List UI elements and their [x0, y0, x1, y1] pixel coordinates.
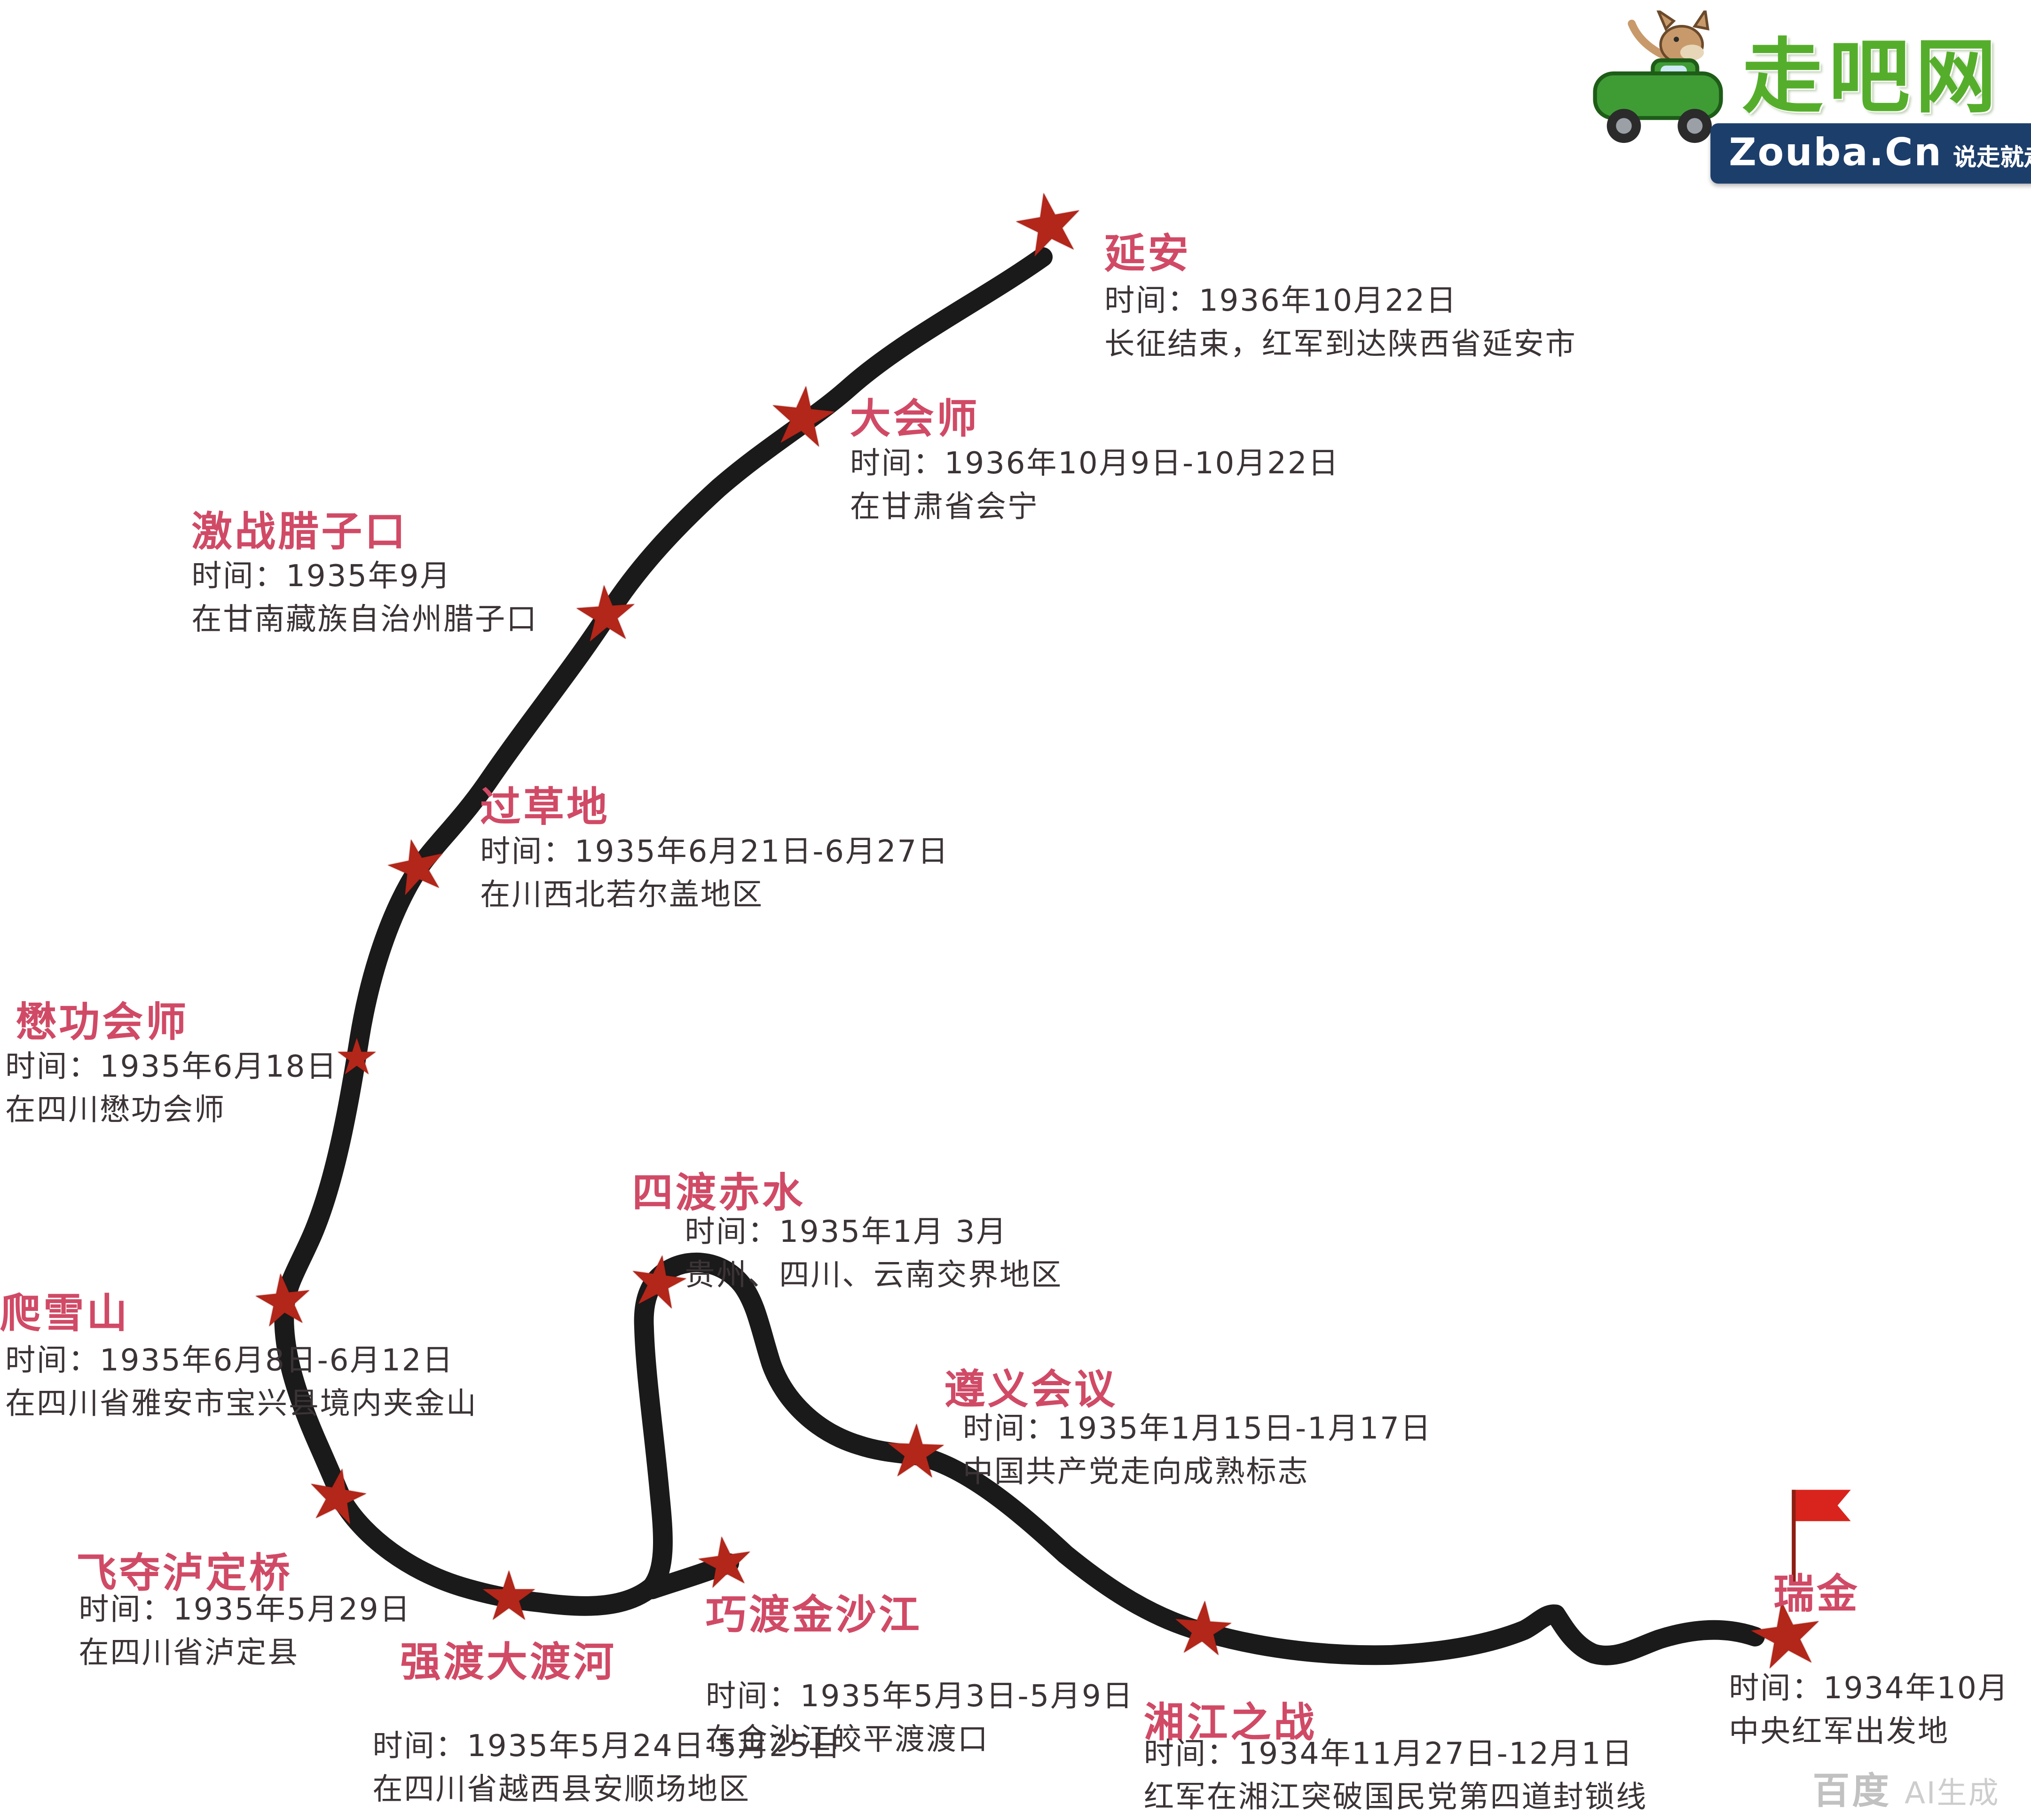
event-description: 在四川省泸定县 [79, 1636, 299, 1671]
event-details: 时间：1935年9月 在甘南藏族自治州腊子口 [191, 556, 538, 643]
event-details: 时间：1934年11月27日-12月1日 红军在湘江突破国民党第四道封锁线 [1144, 1734, 1647, 1820]
event-title: 巧渡金沙江 [706, 1592, 922, 1640]
event-time: 时间：1935年5月24日-5月25日 [372, 1730, 842, 1764]
flag-pole [1792, 1490, 1796, 1585]
event-description: 在金沙江皎平渡渡口 [706, 1723, 989, 1757]
event-time: 时间：1935年6月8日-6月12日 [5, 1344, 454, 1379]
event-details: 时间：1936年10月22日 长征结束，红军到达陕西省延安市 [1104, 281, 1576, 367]
event-time: 时间：1935年1月15日-1月17日 [962, 1412, 1432, 1447]
event-details: 时间：1935年6月18日 在四川懋功会师 [5, 1046, 338, 1133]
event-star-icon: ★ [1167, 1585, 1239, 1674]
event-details: 时间：1934年10月 中央红军出发地 [1729, 1668, 2009, 1755]
event-star-icon: ★ [761, 365, 844, 468]
brand-tagline: 说走就走 [1952, 144, 2031, 172]
event-description: 贵州、四川、云南交界地区 [685, 1259, 1063, 1293]
event-title: 飞夺泸定桥 [76, 1550, 293, 1598]
event-time: 时间：1935年6月21日-6月27日 [480, 835, 949, 870]
event-title: 懋功会师 [16, 999, 189, 1047]
event-time: 时间：1936年10月9日-10月22日 [850, 447, 1340, 481]
watermark: 百度 AI生成 [1813, 1763, 2000, 1815]
event-title: 爬雪山 [0, 1290, 130, 1338]
event-details: 时间：1935年5月24日-5月25日 在四川省越西县安顺场地区 [372, 1726, 842, 1812]
event-time: 时间：1935年9月 [191, 560, 452, 594]
event-star-icon: ★ [297, 1449, 377, 1545]
event-details: 时间：1936年10月9日-10月22日 在甘肃省会宁 [850, 443, 1339, 530]
brand-name-en: Zouba.Cn [1729, 130, 1943, 175]
event-time: 时间：1935年5月3日-5月9日 [706, 1679, 1134, 1714]
event-description: 在川西北若尔盖地区 [480, 879, 764, 913]
event-star-icon: ★ [881, 1408, 950, 1496]
event-title: 强渡大渡河 [400, 1639, 617, 1687]
event-time: 时间：1934年11月27日-12月1日 [1143, 1737, 1634, 1772]
event-description: 中国共产党走向成熟标志 [962, 1455, 1309, 1490]
brand-name-cn: 走吧网 [1742, 29, 2002, 125]
event-time: 时间：1936年10月22日 [1104, 284, 1457, 319]
event-star-icon: ★ [1004, 171, 1095, 280]
start-flag-icon [1792, 1490, 1858, 1585]
event-details: 时间：1935年6月21日-6月27日 在川西北若尔盖地区 [480, 832, 949, 918]
event-time: 时间：1935年5月29日 [79, 1593, 411, 1628]
event-description: 在四川省越西县安顺场地区 [372, 1773, 750, 1807]
event-star-icon: ★ [568, 567, 643, 661]
watermark-brand: 百度 [1812, 1769, 1892, 1812]
event-title: 遵义会议 [944, 1366, 1118, 1414]
event-title: 四渡赤水 [632, 1169, 806, 1217]
flag-pennant [1795, 1490, 1851, 1522]
event-details: 时间：1935年5月3日-5月9日 在金沙江皎平渡渡口 [706, 1676, 1134, 1763]
event-details: 时间：1935年6月8日-6月12日 在四川省雅安市宝兴县境内夹金山 [5, 1340, 477, 1427]
event-time: 时间：1935年6月18日 [5, 1050, 338, 1085]
event-details: 时间：1935年1月 3月 贵州、四川、云南交界地区 [685, 1212, 1063, 1298]
event-title: 大会师 [850, 396, 980, 444]
event-details: 时间：1935年5月29日 在四川省泸定县 [79, 1589, 411, 1676]
event-details: 时间：1935年1月15日-1月17日 中国共产党走向成熟标志 [963, 1408, 1432, 1495]
event-title: 延安 [1104, 231, 1191, 278]
event-title: 激战腊子口 [191, 509, 408, 556]
donkey-car-mascot-icon [1593, 10, 1723, 143]
event-description: 红军在湘江突破国民党第四道封锁线 [1143, 1781, 1648, 1815]
event-time: 时间：1935年1月 3月 [685, 1216, 1008, 1250]
site-logo: 走吧网 Zouba.Cn 说走就走 [1574, 8, 2031, 184]
event-description: 在甘南藏族自治州腊子口 [191, 603, 538, 637]
event-description: 在四川懋功会师 [5, 1093, 226, 1128]
event-description: 中央红军出发地 [1729, 1715, 1949, 1749]
event-description: 长征结束，红军到达陕西省延安市 [1104, 328, 1577, 362]
long-march-route-path [274, 247, 1765, 1665]
event-time: 时间：1934年10月 [1729, 1672, 2009, 1706]
event-star-icon: ★ [334, 1028, 379, 1086]
brand-bar: Zouba.Cn 说走就走 [1710, 123, 2031, 184]
event-description: 在四川省雅安市宝兴县境内夹金山 [5, 1387, 478, 1422]
event-title: 湘江之战 [1143, 1699, 1317, 1747]
event-star-icon: ★ [247, 1255, 319, 1345]
event-description: 在甘肃省会宁 [850, 490, 1039, 525]
event-star-icon: ★ [478, 1558, 540, 1637]
watermark-label: AI生成 [1905, 1777, 2000, 1811]
event-star-icon: ★ [621, 1236, 696, 1327]
event-title: 瑞金 [1773, 1571, 1860, 1618]
event-title: 过草地 [480, 784, 610, 832]
